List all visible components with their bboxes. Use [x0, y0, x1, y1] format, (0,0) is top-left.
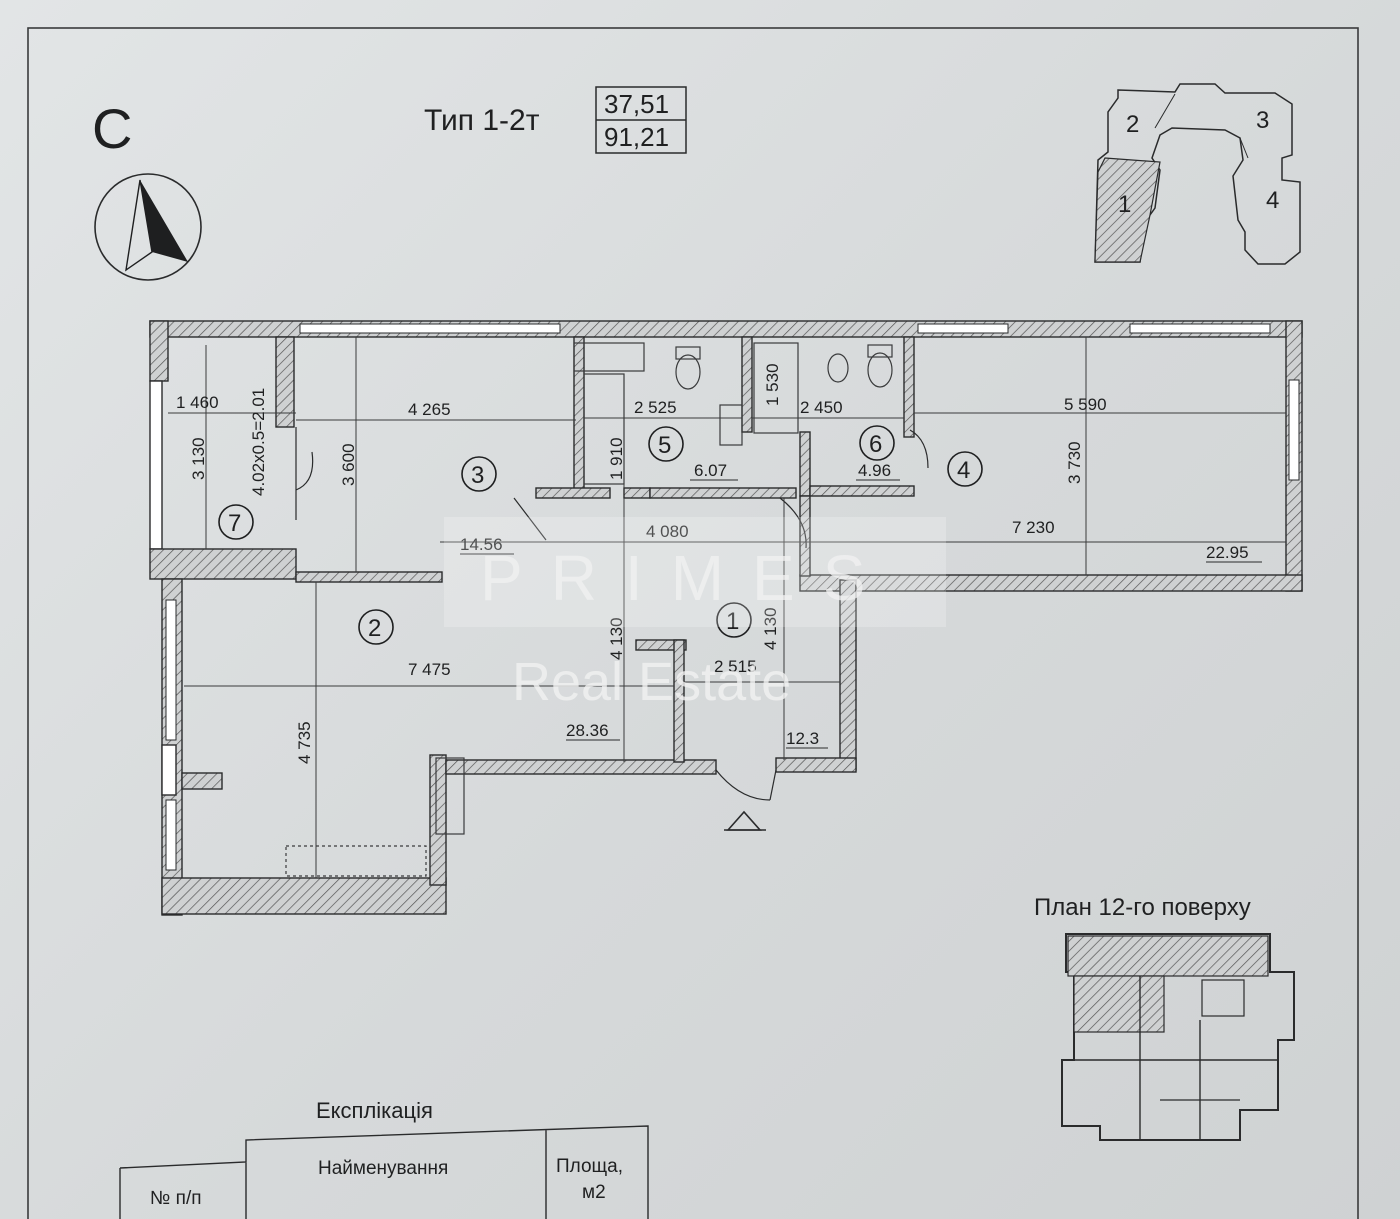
- floor-plan-label: План 12-го поверху: [1034, 894, 1251, 921]
- key-section-3: 3: [1256, 107, 1269, 134]
- dim-4265: 4 265: [408, 400, 451, 419]
- dim-4130-a: 4 130: [607, 617, 626, 660]
- doors: [295, 427, 929, 801]
- page-frame: [27, 27, 1359, 1219]
- entrance-icon: [724, 810, 766, 831]
- room-areas: 12.3 28.36 14.56 22.95 6.07 4.96: [460, 461, 1249, 748]
- col-header-name: Найменування: [318, 1158, 448, 1179]
- watermark-real-estate: Real Estate: [512, 652, 791, 712]
- explication-title: Експлікація: [316, 1098, 433, 1123]
- col-header-area-1: Площа,: [556, 1156, 623, 1177]
- svg-text:2: 2: [368, 615, 381, 642]
- explication-table: [119, 1125, 649, 1219]
- area-underlines: [460, 479, 1262, 749]
- svg-text:3: 3: [471, 462, 484, 489]
- key-plan: 2 3 1 4: [1094, 83, 1301, 265]
- dim-balcony: 4.02x0.5=2.01: [249, 388, 268, 496]
- room-marker-1: 1: [716, 602, 752, 638]
- dim-3130: 3 130: [189, 437, 208, 480]
- svg-text:1: 1: [726, 608, 739, 635]
- svg-text:4: 4: [957, 457, 970, 484]
- room-marker-3: 3: [461, 456, 497, 492]
- area-box: 37,51 91,21: [595, 86, 687, 154]
- dim-1460: 1 460: [176, 393, 219, 412]
- room-area-4: 22.95: [1206, 543, 1249, 562]
- room-marker-7: 7: [218, 504, 254, 540]
- dim-1530: 1 530: [763, 363, 782, 406]
- col-header-area-2: м2: [582, 1182, 606, 1203]
- north-arrow-icon: [94, 173, 202, 281]
- dim-3730: 3 730: [1065, 441, 1084, 484]
- room-marker-4: 4: [947, 451, 983, 487]
- apartment-walls: [149, 320, 1303, 916]
- room-marker-6: 6: [859, 425, 895, 461]
- section-letter: С: [92, 97, 132, 160]
- key-section-2: 2: [1126, 111, 1139, 138]
- room-markers: 1 2 3 4 5 6 7: [218, 425, 983, 645]
- dim-5590: 5 590: [1064, 395, 1107, 414]
- dim-4080: 4 080: [646, 522, 689, 541]
- sanitary-fixtures: [285, 342, 893, 877]
- windows: [165, 323, 1300, 871]
- watermark: PRIMES Real Estate: [444, 517, 946, 712]
- room-area-1: 12.3: [786, 729, 819, 748]
- col-header-number: № п/п: [150, 1188, 202, 1209]
- dim-2515: 2 515: [714, 657, 757, 676]
- dim-2525: 2 525: [634, 398, 677, 417]
- svg-text:5: 5: [658, 432, 671, 459]
- room-area-3: 14.56: [460, 535, 503, 554]
- dimension-lines: [168, 337, 1286, 878]
- svg-text:6: 6: [869, 431, 882, 458]
- room-area-5: 6.07: [694, 461, 727, 480]
- dim-4735: 4 735: [295, 721, 314, 764]
- dim-4130-b: 4 130: [761, 607, 780, 650]
- area-living: 37,51: [604, 89, 669, 119]
- dim-1910: 1 910: [607, 437, 626, 480]
- dim-7475: 7 475: [408, 660, 451, 679]
- dim-2450: 2 450: [800, 398, 843, 417]
- key-section-1: 1: [1118, 191, 1131, 218]
- key-section-4: 4: [1266, 187, 1279, 214]
- room-area-6: 4.96: [858, 461, 891, 480]
- room-marker-5: 5: [648, 426, 684, 462]
- dimension-labels: 1 460 4 265 2 525 2 450 5 590 7 230 4 08…: [176, 363, 1107, 764]
- room-marker-2: 2: [358, 609, 394, 645]
- room-area-2: 28.36: [566, 721, 609, 740]
- type-label: Тип 1-2т: [424, 104, 540, 137]
- dim-7230: 7 230: [1012, 518, 1055, 537]
- area-total: 91,21: [604, 122, 669, 152]
- floor-mini-plan: [1061, 933, 1295, 1141]
- dim-3600: 3 600: [339, 443, 358, 486]
- svg-text:7: 7: [228, 510, 241, 537]
- watermark-primes: PRIMES: [480, 542, 893, 614]
